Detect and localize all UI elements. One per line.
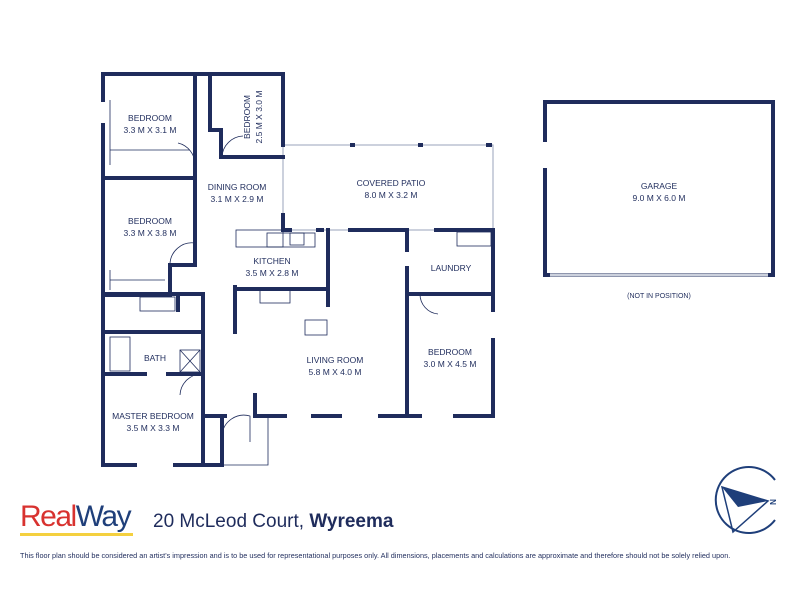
room-name: COVERED PATIO: [357, 178, 426, 188]
room-name: LAUNDRY: [431, 263, 472, 273]
room-size: 3.5 M X 2.8 M: [246, 268, 299, 278]
patio-post: [486, 143, 492, 147]
disclaimer: This floor plan should be considered an …: [20, 551, 731, 560]
room-name: BATH: [144, 353, 166, 363]
logo-text-way: Way: [75, 500, 132, 533]
room-size: 3.5 M X 3.3 M: [127, 423, 180, 433]
room-name: GARAGE: [641, 181, 678, 191]
logo-text-real: Real: [20, 500, 77, 533]
logo-underline: [20, 533, 133, 536]
compass-letter: N: [769, 499, 778, 505]
patio-post: [350, 143, 355, 147]
room-name: BEDROOM: [128, 113, 172, 123]
room-name: BEDROOM: [428, 347, 472, 357]
garage-note: (NOT IN POSITION): [627, 293, 691, 300]
room-size: 3.0 M X 4.5 M: [424, 359, 477, 369]
room-size: 3.3 M X 3.1 M: [124, 125, 177, 135]
room-size: 2.5 M X 3.0 M: [254, 91, 264, 144]
room-size: 3.1 M X 2.9 M: [211, 194, 264, 204]
property-address: 20 McLeod Court, Wyreema: [153, 511, 393, 533]
room-size: 3.3 M X 3.8 M: [124, 228, 177, 238]
room-name: DINING ROOM: [208, 182, 267, 192]
room-labels: BEDROOM 3.3 M X 3.1 M BEDROOM 2.5 M X 3.…: [112, 91, 691, 433]
realway-logo: RealWay: [20, 500, 133, 536]
north-compass-icon: N: [714, 466, 778, 534]
address-suburb: Wyreema: [309, 511, 394, 532]
room-name: KITCHEN: [253, 256, 290, 266]
address-street: 20 McLeod Court,: [153, 511, 305, 532]
fixtures: [109, 100, 492, 466]
garage-walls: [543, 100, 775, 277]
room-size: 8.0 M X 3.2 M: [365, 190, 418, 200]
room-name: LIVING ROOM: [307, 355, 364, 365]
room-size: 5.8 M X 4.0 M: [309, 367, 362, 377]
room-name: MASTER BEDROOM: [112, 411, 194, 421]
room-name: BEDROOM: [242, 95, 252, 139]
patio-post: [418, 143, 423, 147]
room-size: 9.0 M X 6.0 M: [633, 193, 686, 203]
room-name: BEDROOM: [128, 216, 172, 226]
